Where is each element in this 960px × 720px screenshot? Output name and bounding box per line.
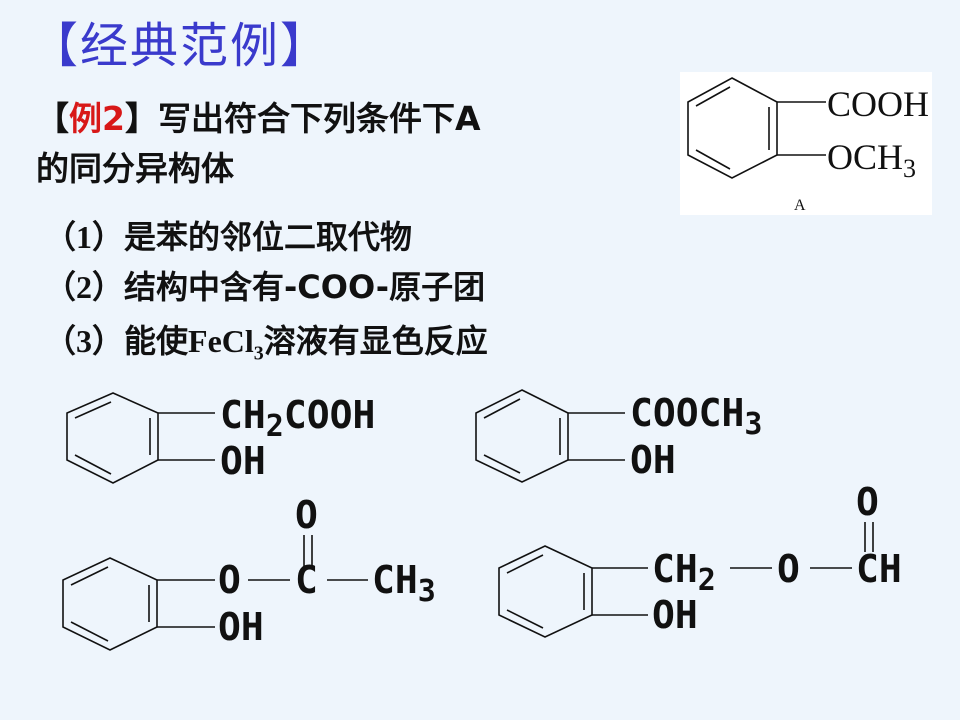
- ester-oxygen: O: [218, 558, 241, 602]
- condition-number: （3）: [44, 323, 125, 359]
- formula: FeCl: [188, 323, 254, 359]
- isomer-4: CH2 O CH O OH: [498, 480, 902, 638]
- compound-a-label: A: [794, 197, 806, 214]
- bracket-close: 】: [124, 99, 158, 138]
- isomer-2: COOCH3 OH: [475, 389, 762, 483]
- isomer-1: CH2COOH OH: [66, 392, 375, 484]
- example-label: 例2: [69, 99, 125, 138]
- condition-1: （1）是苯的邻位二取代物: [44, 212, 412, 258]
- section-title: 【经典范例】: [30, 18, 331, 74]
- carbonyl-oxygen: O: [856, 480, 879, 524]
- condition-number: （1）: [44, 219, 125, 255]
- carbonyl-oxygen: O: [295, 493, 318, 537]
- condition-text: 是苯的邻位二取代物: [124, 218, 413, 256]
- formula-subscript: 3: [253, 342, 264, 365]
- condition-text: 结构中含有-COO-原子团: [124, 268, 486, 306]
- group-cooch3: COOCH3: [630, 391, 762, 442]
- group-oh: OH: [218, 605, 264, 649]
- group-ch2cooh: CH2COOH: [220, 393, 375, 444]
- bracket-open: 【: [36, 99, 69, 138]
- group-och3: OCH3: [827, 137, 916, 183]
- group-cooh: COOH: [827, 84, 929, 124]
- example-question-line2: 的同分异构体: [36, 149, 234, 188]
- example-question-line1: 【例2】写出符合下列条件下A: [36, 92, 481, 140]
- condition-text: 溶液有显色反应: [263, 322, 488, 360]
- ester-oxygen: O: [777, 547, 800, 591]
- isomer-3: O C O CH3 OH: [62, 493, 436, 651]
- group-oh: OH: [630, 438, 676, 482]
- condition-text: 能使: [124, 322, 189, 360]
- carbonyl-carbon: C: [295, 558, 318, 602]
- condition-number: （2）: [44, 269, 125, 305]
- benzene-ring: [687, 77, 778, 179]
- group-ch3: CH3: [372, 558, 436, 609]
- compound-a-structure: [680, 72, 932, 215]
- compound-a: COOH OCH3 A: [687, 77, 929, 214]
- benzene-ring: [498, 545, 593, 638]
- condition-2: （2）结构中含有-COO-原子团: [44, 262, 485, 308]
- benzene-ring: [475, 389, 569, 483]
- group-ch2: CH2: [652, 547, 716, 598]
- formyl-ch: CH: [856, 547, 902, 591]
- condition-3: （3）能使FeCl3溶液有显色反应: [44, 316, 488, 365]
- group-oh: OH: [652, 593, 698, 637]
- benzene-ring: [62, 557, 158, 651]
- group-oh: OH: [220, 439, 266, 483]
- benzene-ring: [66, 392, 159, 484]
- question-text: 写出符合下列条件下A: [157, 99, 481, 138]
